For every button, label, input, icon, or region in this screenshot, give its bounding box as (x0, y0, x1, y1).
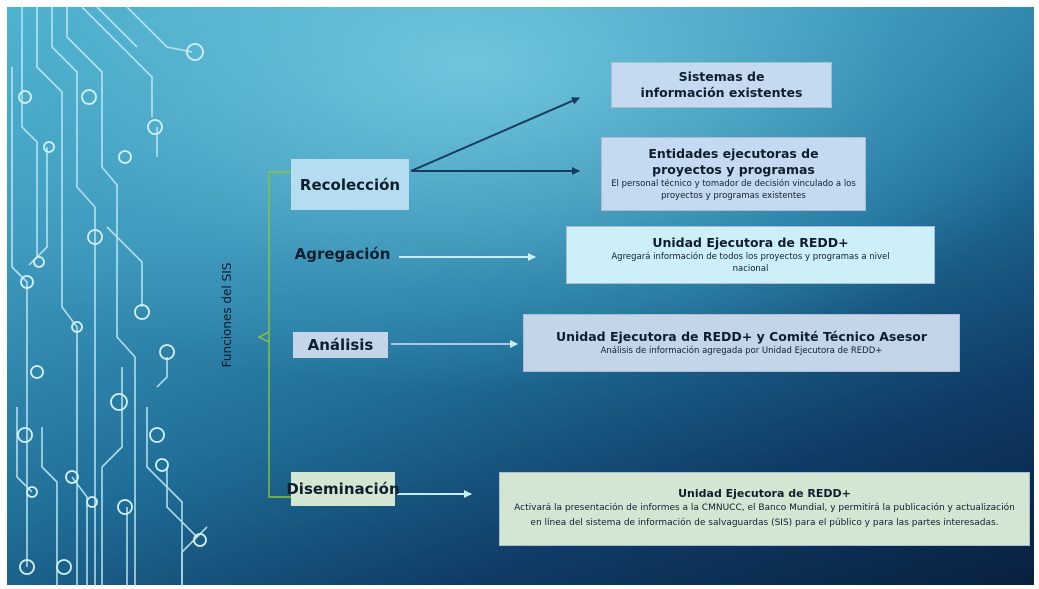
box-entidades-desc: El personal técnico y tomador de decisió… (611, 179, 856, 201)
box-sistemas-title: Sistemas de información existentes (640, 69, 803, 100)
box-unidad-diseminacion-desc: Activará la presentación de informes a l… (514, 503, 1015, 528)
functions-bracket (268, 171, 291, 498)
box-unidad-agregacion: Unidad Ejecutora de REDD+ Agregará infor… (566, 226, 935, 284)
box-unidad-analisis-desc: Análisis de información agregada por Uni… (600, 346, 883, 356)
circuit-decoration (11, 7, 208, 585)
box-unidad-diseminacion: Unidad Ejecutora de REDD+ Activará la pr… (499, 472, 1030, 546)
box-unidad-agregacion-title: Unidad Ejecutora de REDD+ (652, 235, 849, 250)
box-entidades: Entidades ejecutoras de proyectos y prog… (601, 137, 866, 211)
arrow-to-sistemas (410, 97, 580, 172)
function-diseminacion: Diseminación (286, 472, 400, 506)
box-entidades-title: Entidades ejecutoras de proyectos y prog… (648, 146, 819, 177)
slide: Funciones del SIS Recolección Agregación… (7, 7, 1034, 585)
box-unidad-analisis-title: Unidad Ejecutora de REDD+ y Comité Técni… (555, 329, 928, 344)
box-unidad-analisis: Unidad Ejecutora de REDD+ y Comité Técni… (523, 314, 960, 372)
function-agregacion: Agregación (294, 245, 391, 263)
box-unidad-diseminacion-title: Unidad Ejecutora de REDD+ (678, 487, 851, 500)
box-sistemas: Sistemas de información existentes (611, 62, 832, 108)
functions-side-label: Funciones del SIS (220, 262, 234, 368)
function-analisis: Análisis (293, 332, 388, 358)
box-unidad-agregacion-desc: Agregará información de todos los proyec… (611, 252, 890, 274)
function-recoleccion: Recolección (291, 159, 409, 210)
